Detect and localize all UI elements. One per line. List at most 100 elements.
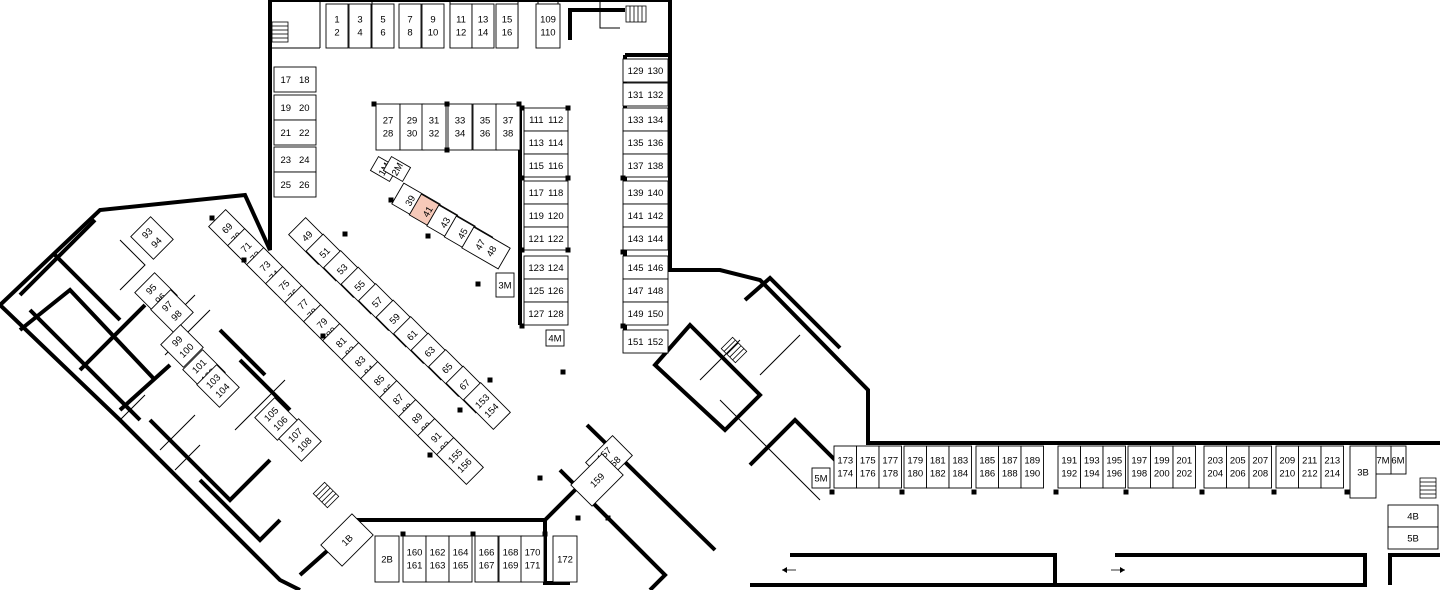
stall-label: 214 — [1324, 469, 1340, 480]
stall-label: 4 — [357, 28, 362, 39]
parking-stall[interactable]: 1B — [320, 513, 374, 567]
stall-label: 170 — [525, 548, 541, 559]
parking-stall[interactable]: 5B — [1387, 526, 1439, 550]
parking-stall[interactable]: 4M — [545, 329, 565, 347]
stall-label: 167 — [479, 561, 495, 572]
stall-label: 182 — [930, 469, 946, 480]
parking-stall[interactable]: 3M — [495, 272, 515, 298]
parking-stall[interactable]: 5M — [811, 467, 831, 489]
parking-stall[interactable]: 56 — [371, 3, 395, 49]
parking-stall[interactable]: 78 — [398, 3, 422, 49]
parking-stall[interactable]: 3B — [1349, 445, 1377, 499]
parking-stall[interactable]: 4B — [1387, 504, 1439, 528]
stall-label: 114 — [548, 138, 563, 149]
parking-stall[interactable]: 34 — [348, 3, 372, 49]
stall-label: 175 — [860, 456, 876, 467]
stall-label: 194 — [1084, 469, 1100, 480]
parking-stall[interactable]: 172 — [552, 535, 578, 583]
stall-label: 6M — [1391, 456, 1404, 467]
parking-stall[interactable]: 12 — [325, 3, 349, 49]
stairs-icon — [1419, 477, 1437, 499]
parking-stall[interactable]: 910 — [421, 3, 445, 49]
parking-stall[interactable]: 7M — [1374, 445, 1392, 475]
parking-stall[interactable]: 159 — [570, 453, 624, 507]
parking-stall[interactable]: 2M — [382, 155, 412, 183]
parking-stall[interactable]: 2B — [374, 535, 400, 583]
parking-stall[interactable]: 6M — [1389, 445, 1407, 475]
